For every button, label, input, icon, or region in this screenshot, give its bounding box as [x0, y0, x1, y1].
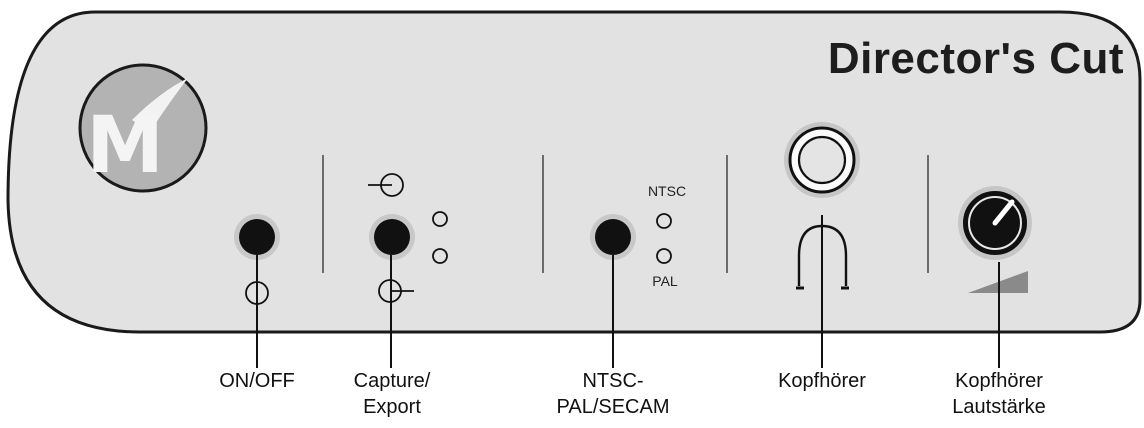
callout-capture-line2: Export	[363, 396, 421, 418]
volume-knob-pointer	[992, 199, 1015, 226]
callout-capture-line1: Capture/	[353, 370, 431, 392]
callout-capture-export: Capture/ Export	[354, 368, 431, 420]
headphone-jack[interactable]	[784, 122, 860, 198]
callout-headphone-volume: Kopfhörer Lautstärke	[952, 368, 1045, 420]
callout-headphones-label: Kopfhörer	[778, 370, 866, 392]
ntsc-pal-button[interactable]	[590, 214, 636, 260]
callout-volume-line2: Lautstärke	[952, 396, 1046, 418]
callout-ntsc-line1: NTSC-	[582, 370, 644, 392]
capture-icon	[368, 173, 404, 197]
callout-ntsc-pal-secam: NTSC- PAL/SECAM	[557, 368, 670, 420]
capture-export-button[interactable]	[369, 214, 415, 260]
callout-on-off: ON/OFF	[219, 368, 295, 394]
pal-label: PAL	[652, 273, 678, 289]
ntsc-label: NTSC	[648, 183, 686, 199]
ntsc-led	[656, 213, 672, 229]
callout-volume-line1: Kopfhörer	[955, 370, 1043, 392]
callout-headphones: Kopfhörer	[778, 368, 866, 394]
power-button[interactable]	[234, 214, 280, 260]
callout-ntsc-line2: PAL/SECAM	[556, 396, 670, 418]
capture-led	[432, 211, 448, 227]
brand-logo: M	[78, 63, 208, 193]
volume-knob[interactable]	[958, 186, 1032, 260]
logo-check-swoosh	[132, 78, 188, 132]
logo-letter: M	[86, 101, 164, 191]
export-led	[432, 248, 448, 264]
product-title: Director's Cut	[827, 34, 1124, 83]
panel-body	[6, 10, 1142, 334]
callout-on-off-label: ON/OFF	[219, 370, 295, 392]
pal-led	[656, 248, 672, 264]
